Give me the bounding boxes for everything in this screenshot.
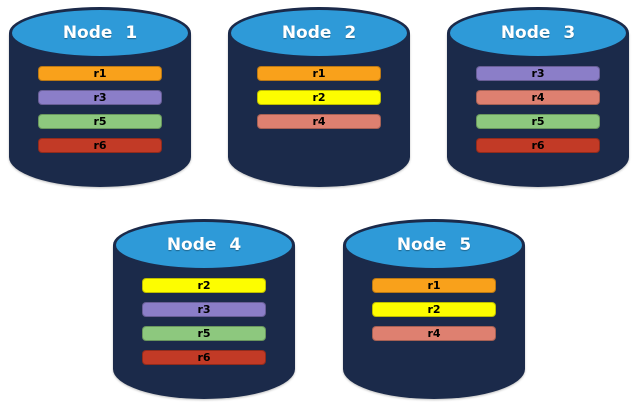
replica-bar-r1: r1: [38, 66, 162, 81]
replica-bar-r5: r5: [476, 114, 600, 129]
database-node-4: Node 4 r2 r3 r5 r6: [113, 219, 295, 399]
node-label: Node 3: [500, 23, 576, 43]
replica-list: r3 r4 r5 r6: [447, 66, 629, 153]
replica-bar-r1: r1: [372, 278, 496, 293]
database-node-5: Node 5 r1 r2 r4: [343, 219, 525, 399]
replica-bar-r4: r4: [372, 326, 496, 341]
replica-bar-r3: r3: [142, 302, 266, 317]
replica-list: r1 r2 r4: [228, 66, 410, 129]
node-label: Node 4: [166, 235, 242, 255]
replica-bar-r5: r5: [142, 326, 266, 341]
database-cylinder-top: Node 4: [113, 219, 295, 271]
database-node-3: Node 3 r3 r4 r5 r6: [447, 7, 629, 187]
replica-list: r1 r2 r4: [343, 278, 525, 341]
node-row-2: Node 4 r2 r3 r5 r6 Node 5 r1 r2 r4: [0, 219, 638, 399]
replica-bar-r6: r6: [38, 138, 162, 153]
replica-bar-r6: r6: [142, 350, 266, 365]
replica-bar-r2: r2: [142, 278, 266, 293]
replica-bar-r1: r1: [257, 66, 381, 81]
replica-list: r1 r3 r5 r6: [9, 66, 191, 153]
database-node-2: Node 2 r1 r2 r4: [228, 7, 410, 187]
database-cylinder-top: Node 5: [343, 219, 525, 271]
database-cylinder-top: Node 2: [228, 7, 410, 59]
database-cylinder-top: Node 3: [447, 7, 629, 59]
replica-bar-r3: r3: [476, 66, 600, 81]
node-label: Node 1: [62, 23, 138, 43]
replica-bar-r6: r6: [476, 138, 600, 153]
replica-bar-r4: r4: [476, 90, 600, 105]
replica-bar-r4: r4: [257, 114, 381, 129]
replica-bar-r5: r5: [38, 114, 162, 129]
replica-bar-r2: r2: [257, 90, 381, 105]
database-cylinder-top: Node 1: [9, 7, 191, 59]
node-label: Node 2: [281, 23, 357, 43]
node-label: Node 5: [396, 235, 472, 255]
replica-list: r2 r3 r5 r6: [113, 278, 295, 365]
replica-bar-r3: r3: [38, 90, 162, 105]
database-node-1: Node 1 r1 r3 r5 r6: [9, 7, 191, 187]
replica-bar-r2: r2: [372, 302, 496, 317]
